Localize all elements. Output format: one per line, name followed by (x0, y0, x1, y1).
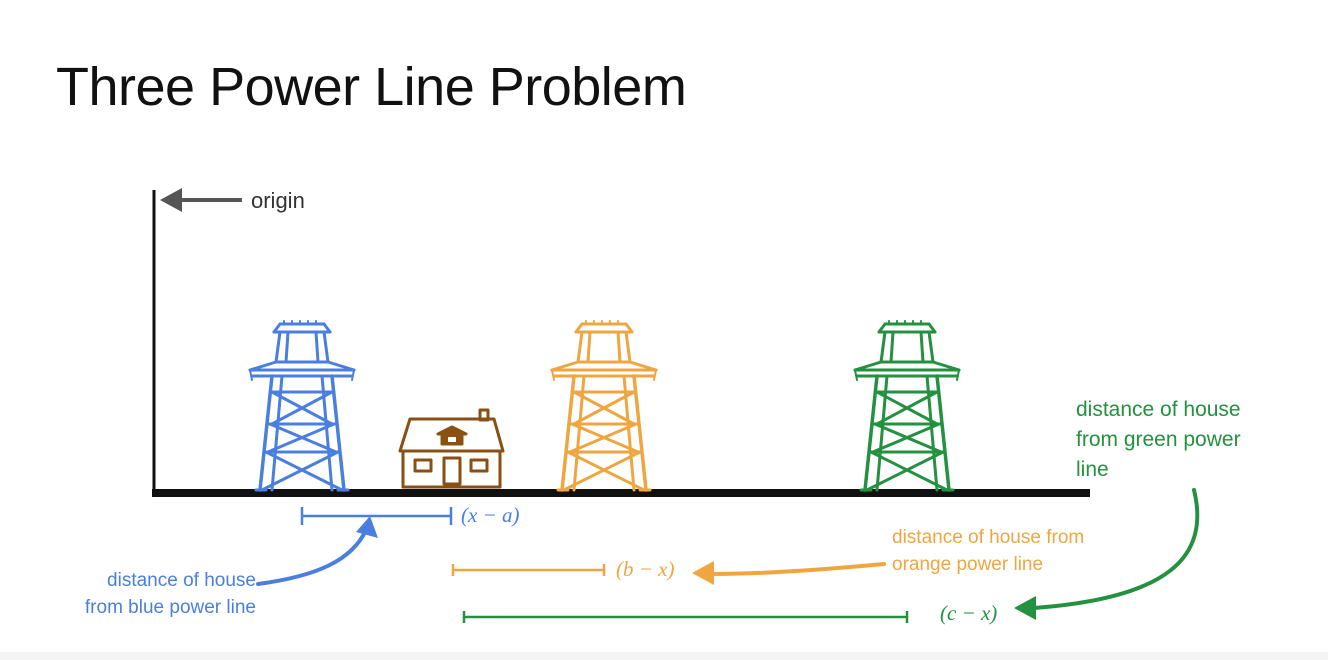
green-label-line: line (1076, 458, 1109, 481)
blue-label-line: distance of house (107, 570, 256, 591)
green-label-line: distance of house (1076, 398, 1241, 421)
orange-tower (550, 319, 658, 492)
orange-expression: (b − x) (616, 557, 675, 581)
green-arrow (1014, 488, 1200, 620)
footer-strip (0, 652, 1328, 660)
orange-label-line: distance of house from (892, 527, 1085, 548)
orange-label-line: orange power line (892, 554, 1044, 575)
origin-arrow (160, 188, 242, 212)
green-distance-bracket (462, 611, 909, 623)
blue-distance-bracket (300, 507, 453, 525)
slide-title: Three Power Line Problem (56, 57, 687, 117)
blue-tower (248, 319, 356, 492)
blue-arrow (256, 516, 378, 586)
orange-distance-bracket (451, 564, 606, 576)
green-label-line: from green power (1076, 428, 1241, 451)
green-distance-label: distance of house from green power line (1076, 395, 1291, 485)
blue-expression: (x − a) (461, 503, 520, 527)
blue-label-line: from blue power line (84, 597, 256, 618)
orange-arrow (692, 561, 886, 585)
house (398, 408, 505, 489)
orange-distance-label: distance of house from orange power line (892, 524, 1132, 578)
blue-distance-label: distance of house from blue power line (46, 567, 256, 621)
origin-label: origin (251, 188, 305, 213)
green-tower (853, 319, 961, 492)
green-expression: (c − x) (940, 601, 998, 625)
